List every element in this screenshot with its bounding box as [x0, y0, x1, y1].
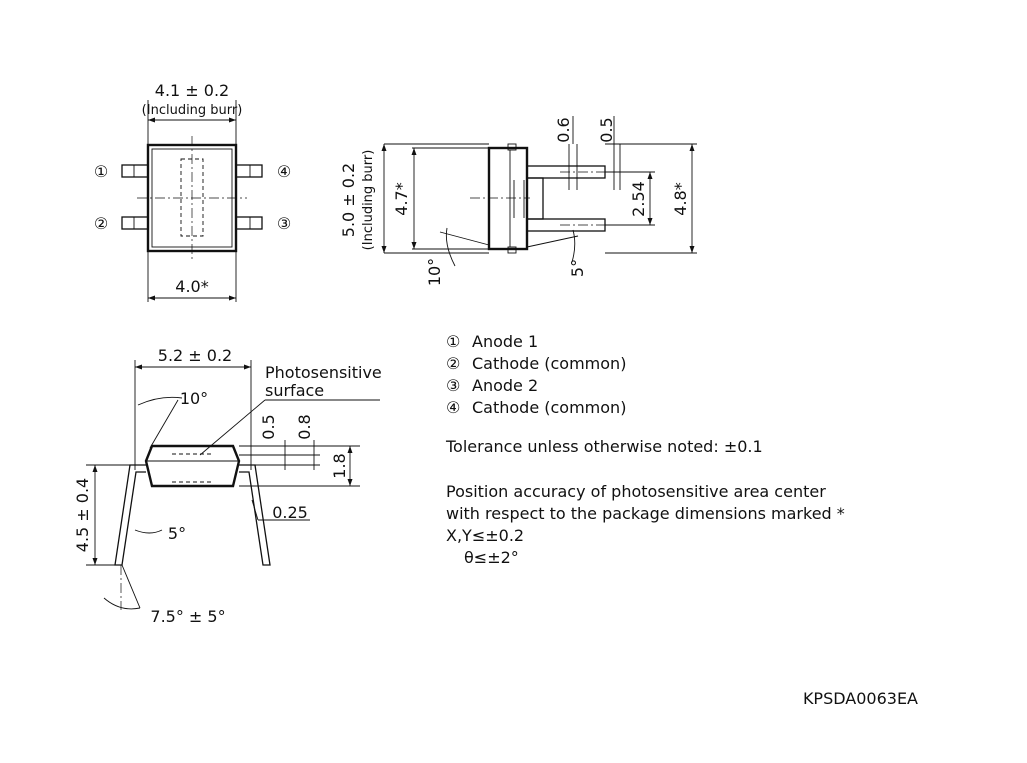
position-note-line-1: Position accuracy of photosensitive area… [446, 482, 826, 501]
side-height-dim: 5.0 ± 0.2 [339, 163, 358, 237]
front-height-dim: 4.5 ± 0.4 [73, 478, 92, 552]
pin-4-mark: ④ [277, 162, 291, 181]
side-view: 5.0 ± 0.2 (Including burr) 4.7* 10° 5° 0… [339, 116, 697, 286]
front-view: 5.2 ± 0.2 Photosensitive surface 10° [73, 346, 382, 626]
front-package-body [144, 444, 241, 488]
pin-2-mark: ② [94, 214, 108, 233]
front-angle-5: 5° [168, 524, 186, 543]
legend-4-symbol: ④ [446, 398, 460, 417]
side-pitch-dim: 2.54 [629, 181, 648, 217]
legend-1-label: Anode 1 [472, 332, 538, 351]
legend-3-symbol: ③ [446, 376, 460, 395]
side-package-body [487, 146, 529, 251]
front-angle-top: 10° [180, 389, 208, 408]
front-dim-0-8: 0.8 [295, 414, 314, 439]
legend-3-label: Anode 2 [472, 376, 538, 395]
legend-2-symbol: ② [446, 354, 460, 373]
position-note-line-4: θ≤±2° [464, 548, 519, 567]
photo-label-line-2: surface [265, 381, 324, 400]
top-width-dim: 4.1 ± 0.2 [155, 81, 229, 100]
drawing-code: KPSDA0063EA [803, 689, 918, 708]
side-angle-right: 5° [568, 259, 587, 277]
photo-label-line-1: Photosensitive [265, 363, 382, 382]
side-dim-0-6: 0.6 [554, 117, 573, 142]
front-dim-0-5: 0.5 [259, 414, 278, 439]
side-height-note: (Including burr) [361, 150, 376, 251]
side-overall-dim: 4.8* [671, 182, 690, 215]
front-dim-1-8: 1.8 [330, 453, 349, 478]
legend-1-symbol: ① [446, 332, 460, 351]
side-body-dim: 4.7* [392, 182, 411, 215]
front-dim-0-25: 0.25 [272, 503, 308, 522]
position-note-line-2: with respect to the package dimensions m… [446, 504, 845, 523]
pin-1-mark: ① [94, 162, 108, 181]
legend-2-label: Cathode (common) [472, 354, 626, 373]
pin-legend: ① Anode 1 ② Cathode (common) ③ Anode 2 ④… [446, 332, 626, 417]
top-width-note: (Including burr) [142, 103, 243, 118]
position-note-line-3: X,Y≤±0.2 [446, 526, 524, 545]
notes: Tolerance unless otherwise noted: ±0.1 P… [445, 437, 845, 567]
front-width-dim: 5.2 ± 0.2 [158, 346, 232, 365]
legend-4-label: Cathode (common) [472, 398, 626, 417]
side-angle-left: 10° [425, 258, 444, 286]
top-view: 4.1 ± 0.2 (Including burr) ① ② ④ ③ 4. [94, 81, 291, 302]
pin-3-mark: ③ [277, 214, 291, 233]
top-bottom-dim: 4.0* [175, 277, 208, 296]
tolerance-note: Tolerance unless otherwise noted: ±0.1 [445, 437, 763, 456]
side-dim-0-5: 0.5 [597, 117, 616, 142]
front-lead-angle: 7.5° ± 5° [150, 607, 225, 626]
